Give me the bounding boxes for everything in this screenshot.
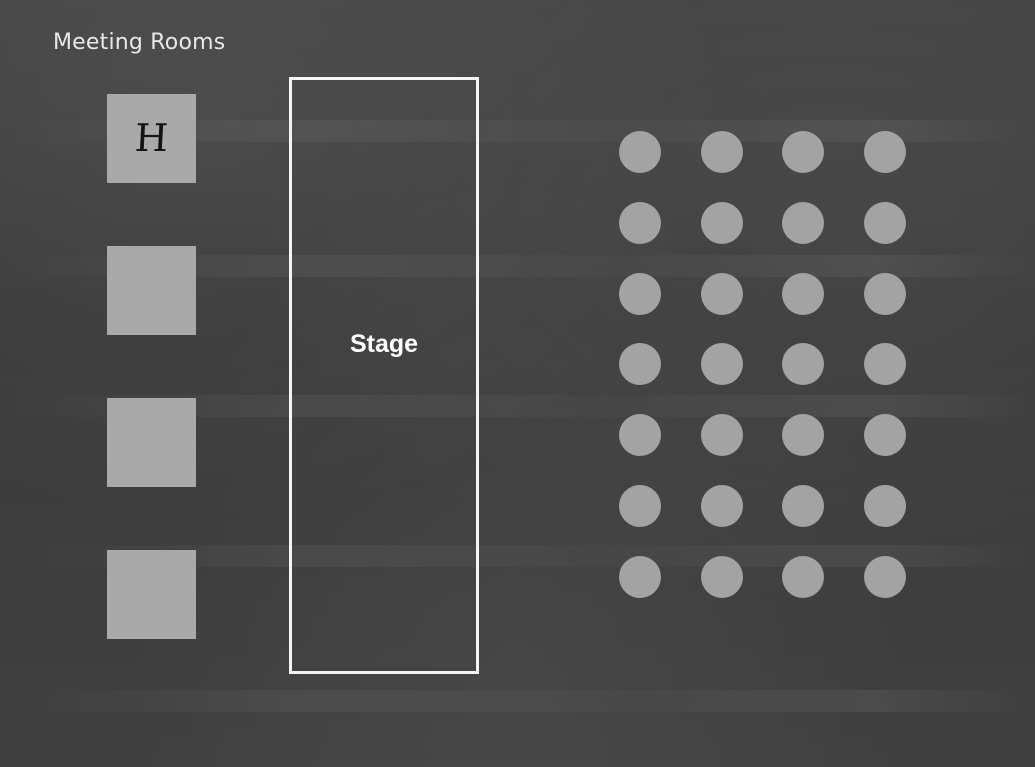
page-title: Meeting Rooms — [53, 30, 226, 55]
seat — [864, 202, 906, 244]
seat — [864, 556, 906, 598]
seat — [701, 343, 743, 385]
chalk-smudge — [0, 690, 1035, 712]
meeting-room-2 — [107, 246, 196, 335]
seat — [782, 131, 824, 173]
seat — [864, 343, 906, 385]
seat — [701, 202, 743, 244]
seat — [701, 131, 743, 173]
seat — [782, 202, 824, 244]
stage-label: Stage — [349, 330, 419, 358]
seat — [864, 273, 906, 315]
seat — [782, 485, 824, 527]
seat — [619, 414, 661, 456]
meeting-room-1: H — [107, 94, 196, 183]
seat — [782, 273, 824, 315]
meeting-room-4 — [107, 550, 196, 639]
meeting-room-3 — [107, 398, 196, 487]
seat — [619, 131, 661, 173]
chalk-smudge — [0, 120, 1035, 142]
seat — [701, 414, 743, 456]
seat — [619, 343, 661, 385]
seat — [782, 343, 824, 385]
seat — [864, 131, 906, 173]
stage-area: Stage — [289, 77, 479, 674]
seat — [864, 485, 906, 527]
chalk-smudge — [0, 545, 1035, 567]
meeting-room-label: H — [133, 116, 170, 160]
seat — [619, 202, 661, 244]
chalk-smudge — [0, 255, 1035, 277]
seat — [619, 273, 661, 315]
seat — [864, 414, 906, 456]
seat — [701, 485, 743, 527]
seat — [619, 485, 661, 527]
chalk-smudge — [0, 395, 1035, 417]
seat — [701, 273, 743, 315]
seat — [701, 556, 743, 598]
seat — [782, 556, 824, 598]
seat — [619, 556, 661, 598]
seat — [782, 414, 824, 456]
